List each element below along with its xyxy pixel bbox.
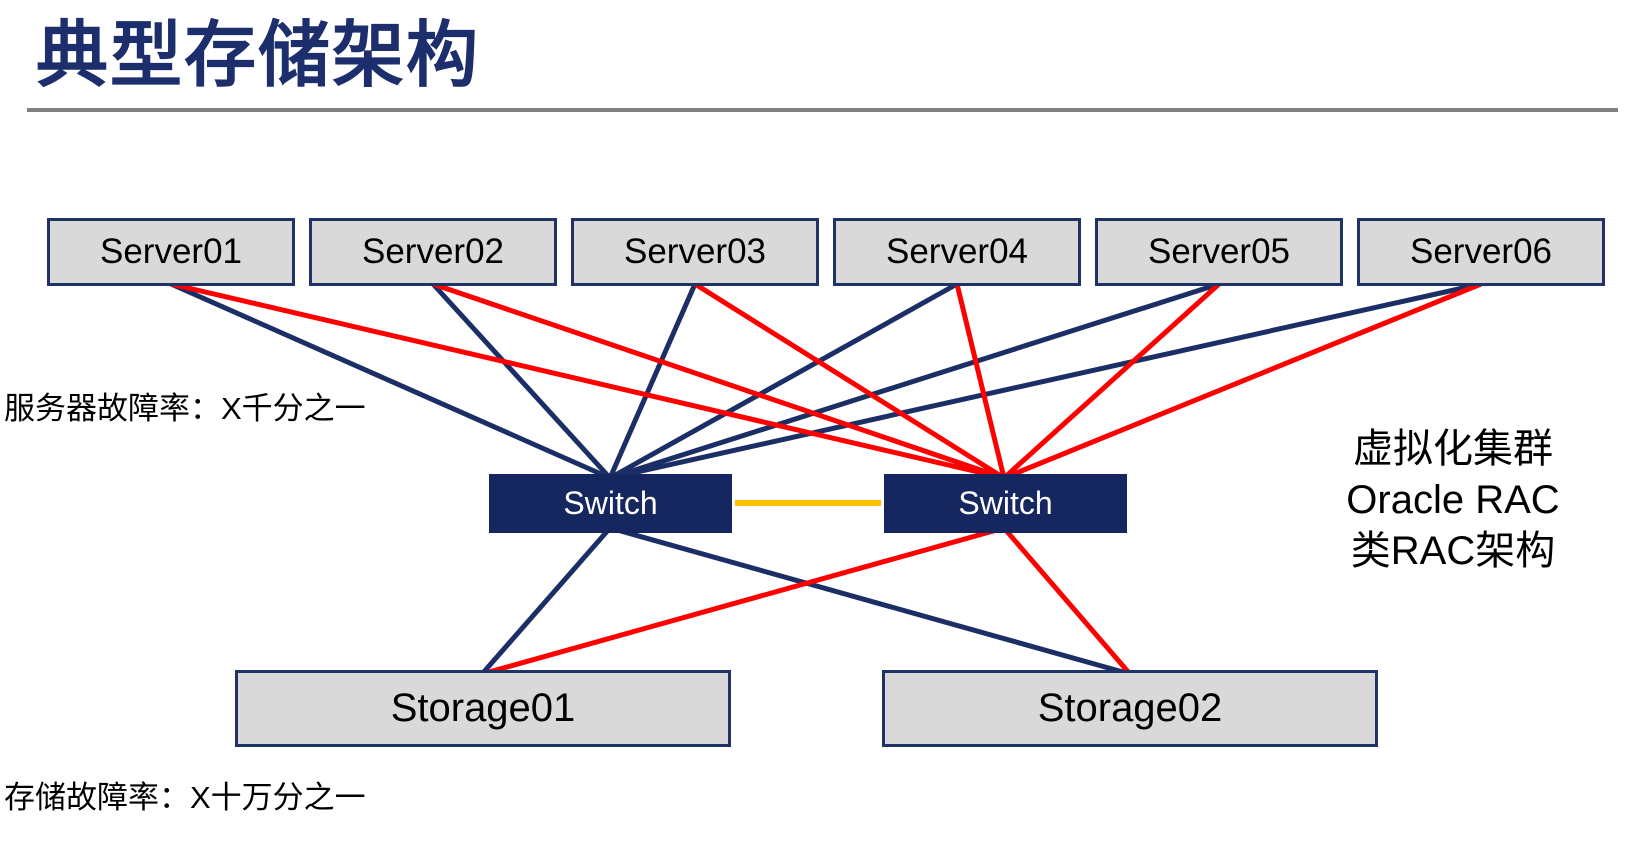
server-failure-rate-note: 服务器故障率：X千分之一	[4, 391, 366, 426]
link-switch-b-storage01	[481, 525, 1005, 677]
switch-a-label: Switch	[563, 485, 658, 521]
link-server04-switch-b	[954, 283, 1007, 479]
storage-failure-rate-note: 存储故障率：X十万分之一	[4, 780, 366, 815]
link-server03-switch-b	[693, 281, 1006, 481]
link-switch-b-storage02	[1002, 526, 1132, 676]
server01-node: Server01	[47, 218, 295, 286]
link-server04-switch-a	[608, 281, 959, 481]
storage02-label: Storage02	[1037, 686, 1223, 730]
link-server05-switch-a	[609, 281, 1220, 481]
cluster-note-line-2: Oracle RAC	[1346, 478, 1560, 522]
server04-node: Server04	[833, 218, 1081, 286]
link-server03-switch-a	[607, 282, 698, 480]
server06-node: Server06	[1357, 218, 1605, 286]
cluster-note-line-1: 虚拟化集群	[1353, 427, 1553, 471]
link-server05-switch-b	[1002, 282, 1221, 480]
server02-node: Server02	[309, 218, 557, 286]
link-server06-switch-b	[1003, 281, 1482, 481]
cluster-note-line-3: 类RAC架构	[1350, 529, 1556, 573]
server05-label: Server05	[1147, 232, 1291, 271]
title-divider	[27, 108, 1618, 112]
link-switch-a-storage01	[480, 526, 612, 676]
slide-title: 典型存储架构	[36, 16, 481, 96]
cluster-type-note: 虚拟化集群 Oracle RAC 类RAC架构	[1322, 424, 1584, 577]
link-server02-switch-a	[431, 282, 612, 480]
storage01-label: Storage01	[390, 686, 576, 730]
server01-label: Server01	[99, 232, 243, 271]
server02-label: Server02	[361, 232, 505, 271]
link-server01-switch-b	[170, 281, 1005, 481]
link-switch-a-storage02	[609, 525, 1131, 677]
switch-a-node: Switch	[489, 474, 732, 533]
storage02-node: Storage02	[882, 670, 1378, 747]
server03-label: Server03	[623, 232, 767, 271]
link-server02-switch-b	[432, 281, 1005, 481]
server04-label: Server04	[885, 232, 1029, 271]
server03-node: Server03	[571, 218, 819, 286]
server06-label: Server06	[1409, 232, 1553, 271]
switch-b-node: Switch	[884, 474, 1127, 533]
server05-node: Server05	[1095, 218, 1343, 286]
link-server01-switch-a	[169, 281, 612, 481]
switch-b-label: Switch	[958, 485, 1053, 521]
link-server06-switch-a	[609, 281, 1482, 481]
storage01-node: Storage01	[235, 670, 731, 747]
